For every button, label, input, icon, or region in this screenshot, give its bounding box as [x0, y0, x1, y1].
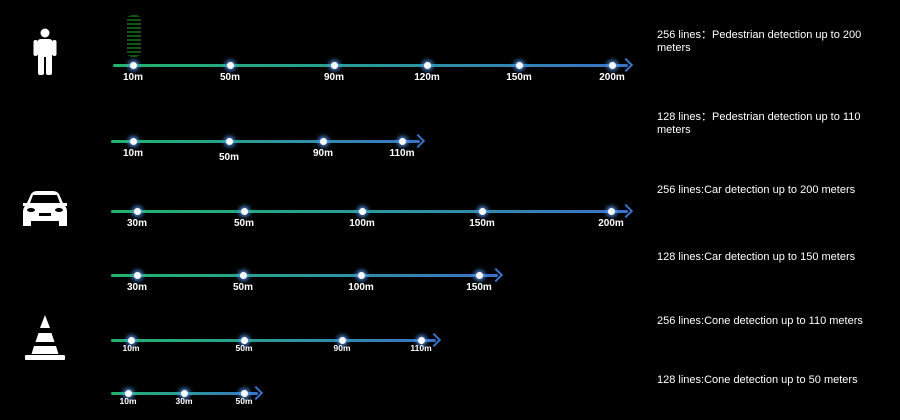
distance-marker	[358, 208, 366, 215]
range-track	[111, 210, 628, 213]
distance-marker	[478, 208, 486, 215]
distance-marker	[515, 62, 523, 69]
distance-marker	[319, 138, 327, 145]
detection-description: 128 lines：Pedestrian detection up to 110…	[657, 111, 861, 136]
distance-label: 50m	[235, 343, 253, 353]
detection-description: 128 lines:Cone detection up to 50 meters	[657, 374, 858, 386]
detection-description: 256 lines:Cone detection up to 110 meter…	[657, 315, 863, 327]
distance-label: 10m	[122, 72, 144, 83]
arrow-head-icon	[618, 203, 634, 219]
detection-description: 256 lines：Pedestrian detection up to 200…	[657, 29, 862, 54]
distance-marker	[240, 390, 248, 397]
range-track	[111, 140, 420, 143]
distance-label: 110m	[410, 343, 432, 353]
distance-marker	[398, 138, 406, 145]
distance-label: 10m	[119, 396, 137, 406]
distance-label: 50m	[219, 72, 241, 83]
distance-marker	[225, 138, 233, 145]
distance-label: 50m	[233, 218, 255, 229]
distance-label: 10m	[122, 148, 144, 159]
distance-marker	[133, 208, 141, 215]
distance-marker	[127, 337, 135, 344]
distance-label: 30m	[175, 396, 193, 406]
distance-label: 90m	[312, 148, 334, 159]
distance-marker	[180, 390, 188, 397]
distance-label: 200m	[598, 218, 624, 229]
distance-marker	[330, 62, 338, 69]
distance-label: 200m	[599, 72, 625, 83]
traffic-cone-icon	[25, 315, 65, 366]
distance-marker	[129, 138, 137, 145]
distance-label: 50m	[232, 282, 254, 293]
distance-marker	[338, 337, 346, 344]
distance-label: 50m	[218, 152, 240, 163]
distance-marker	[357, 272, 365, 279]
distance-label: 150m	[466, 282, 492, 293]
distance-label: 90m	[323, 72, 345, 83]
distance-label: 150m	[469, 218, 495, 229]
arrow-head-icon	[410, 133, 426, 149]
distance-label: 100m	[348, 282, 374, 293]
detection-description: 128 lines:Car detection up to 150 meters	[657, 251, 856, 263]
distance-marker	[475, 272, 483, 279]
distance-marker	[423, 62, 431, 69]
distance-label: 10m	[122, 343, 140, 353]
distance-marker	[607, 208, 615, 215]
distance-marker	[608, 62, 616, 69]
distance-label: 50m	[235, 396, 253, 406]
car-icon	[21, 190, 69, 231]
pedestrian-icon	[33, 28, 57, 81]
distance-marker	[129, 62, 137, 69]
distance-label: 110m	[389, 148, 415, 159]
distance-label: 30m	[126, 282, 148, 293]
distance-label: 150m	[506, 72, 532, 83]
distance-label: 120m	[414, 72, 440, 83]
arrow-head-icon	[488, 267, 504, 283]
detection-description: 256 lines:Car detection up to 200 meters	[657, 184, 856, 196]
range-track	[113, 64, 628, 67]
distance-marker	[124, 390, 132, 397]
pedestrian-point-cloud	[127, 15, 141, 57]
distance-marker	[417, 337, 425, 344]
distance-marker	[240, 208, 248, 215]
range-track	[111, 339, 436, 342]
distance-marker	[239, 272, 247, 279]
distance-marker	[133, 272, 141, 279]
distance-label: 100m	[349, 218, 375, 229]
arrow-head-icon	[618, 57, 634, 73]
distance-marker	[240, 337, 248, 344]
distance-label: 90m	[333, 343, 351, 353]
range-track	[111, 274, 498, 277]
distance-marker	[226, 62, 234, 69]
distance-label: 30m	[126, 218, 148, 229]
